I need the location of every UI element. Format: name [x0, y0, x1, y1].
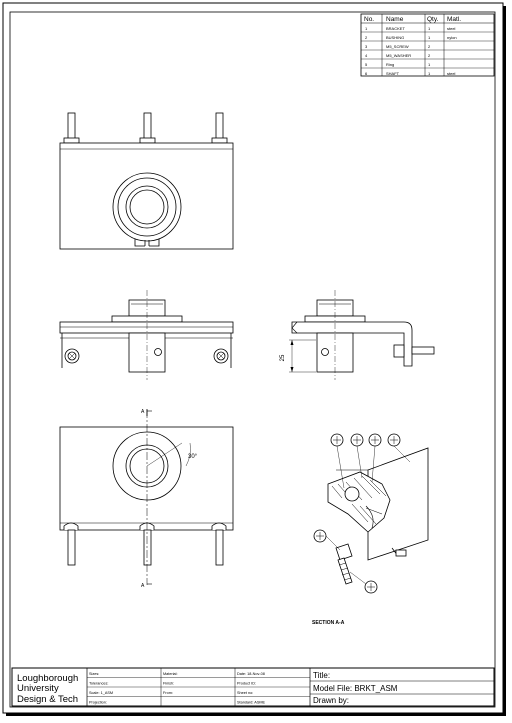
- bom-row-no: 3: [365, 44, 368, 49]
- bom-row-name: BUSHING: [386, 35, 404, 40]
- bom-row-qty: 1: [428, 62, 431, 67]
- field-sizes: Sizes:: [89, 672, 99, 676]
- field-model-file: Model File: BRKT_ASM: [313, 684, 398, 693]
- bom-row-no: 6: [365, 71, 368, 76]
- section-mark-bottom: A: [141, 583, 145, 589]
- field-product-id: Product ID:: [237, 682, 256, 686]
- field-finish: Finish:: [163, 682, 174, 686]
- side-view: [289, 290, 435, 380]
- drawing-frame: [9, 11, 496, 708]
- section-title: SECTION A-A: [312, 620, 345, 626]
- field-date: Date: 18-Nov-08: [237, 672, 265, 676]
- bom-header-name: Name: [386, 16, 404, 23]
- bom-row-name: SHAFT: [386, 71, 400, 76]
- bill-of-materials: No. Name Qty. Matl. 1 BRACKET 1 steel 2 …: [360, 13, 495, 77]
- org-line1: Loughborough: [17, 673, 78, 684]
- bom-row-name: M5_SCREW: [386, 44, 409, 49]
- bom-row-name: BRACKET: [386, 26, 405, 31]
- sheet-border: [2, 2, 504, 714]
- bom-row-name: M5_WASHER: [386, 53, 411, 58]
- angle-label: 30°: [188, 454, 198, 460]
- side-view-dimension: 25: [280, 354, 286, 361]
- bom-row-no: 1: [365, 26, 368, 31]
- field-scale: Scale: 1_ASM: [89, 691, 113, 695]
- bom-row-name: Ring: [386, 62, 394, 67]
- section-mark-top: A: [141, 409, 145, 415]
- bom-row-matl: steel: [447, 71, 456, 76]
- bom-row-matl: steel: [447, 26, 456, 31]
- field-standard: Standard: ASME: [237, 701, 266, 705]
- bom-row-matl: nylon: [447, 35, 457, 40]
- bottom-view: [59, 409, 234, 585]
- field-from: From:: [163, 691, 173, 695]
- title-block: Loughborough University Design & Tech Si…: [11, 667, 495, 707]
- org-line3: Design & Tech: [17, 694, 78, 705]
- bom-header-matl: Matl.: [447, 16, 461, 23]
- bom-row-no: 2: [365, 35, 368, 40]
- bom-row-qty: 1: [428, 71, 431, 76]
- front-view: [59, 290, 234, 380]
- field-drawn-by: Drawn by:: [313, 696, 349, 705]
- field-title: Title:: [313, 671, 330, 680]
- top-view: [59, 112, 234, 250]
- bom-row-qty: 1: [428, 26, 431, 31]
- bom-header-qty: Qty.: [427, 16, 439, 23]
- bom-row-qty: 2: [428, 53, 431, 58]
- bom-row-no: 4: [365, 53, 368, 58]
- field-projection: Projection:: [89, 701, 107, 705]
- bom-row-qty: 2: [428, 44, 431, 49]
- section-view: [313, 433, 429, 594]
- bom-header-no: No.: [364, 16, 374, 23]
- bom-row-qty: 1: [428, 35, 431, 40]
- bom-row-no: 5: [365, 62, 368, 67]
- field-sheet: Sheet no:: [237, 691, 253, 695]
- field-tolerances: Tolerances:: [89, 682, 108, 686]
- org-line2: University: [17, 683, 59, 694]
- field-material: Material:: [163, 672, 178, 676]
